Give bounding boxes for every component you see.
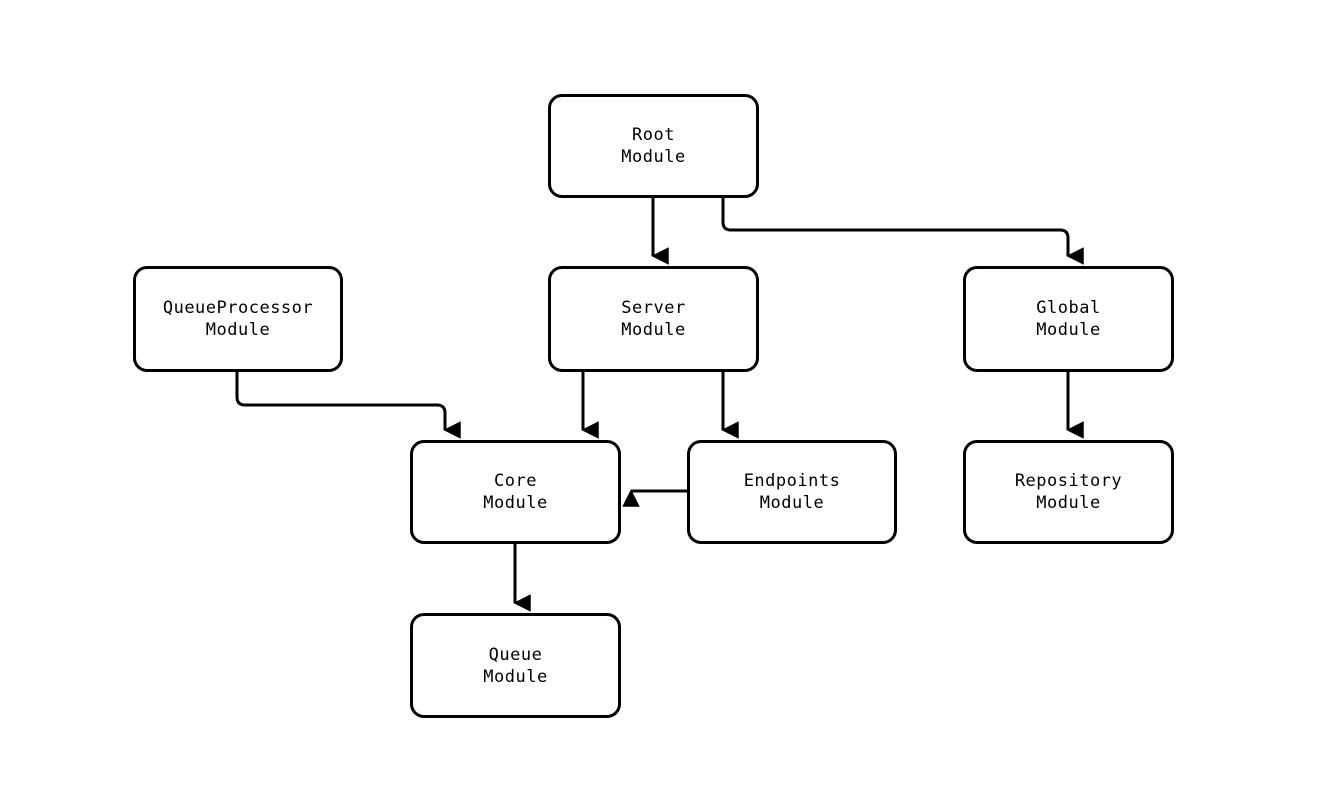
node-queueprocessor[interactable]: QueueProcessor Module	[133, 266, 343, 372]
node-endpoints[interactable]: Endpoints Module	[687, 440, 897, 544]
node-server-label: Server Module	[621, 298, 686, 340]
node-endpoints-label: Endpoints Module	[743, 471, 841, 513]
node-core[interactable]: Core Module	[410, 440, 621, 544]
edge-root-global	[721, 198, 1084, 265]
node-global[interactable]: Global Module	[963, 266, 1174, 372]
edges-group	[235, 198, 1084, 612]
edge-queueprocessor-core	[235, 372, 461, 439]
node-queueprocessor-label: QueueProcessor Module	[162, 298, 314, 340]
node-repository[interactable]: Repository Module	[963, 440, 1174, 544]
node-core-label: Core Module	[483, 471, 548, 513]
node-root[interactable]: Root Module	[548, 94, 759, 198]
node-server[interactable]: Server Module	[548, 266, 759, 372]
node-queue[interactable]: Queue Module	[410, 613, 621, 718]
node-root-label: Root Module	[621, 125, 686, 167]
node-repository-label: Repository Module	[1014, 471, 1123, 513]
node-queue-label: Queue Module	[483, 644, 548, 687]
node-global-label: Global Module	[1036, 298, 1101, 340]
